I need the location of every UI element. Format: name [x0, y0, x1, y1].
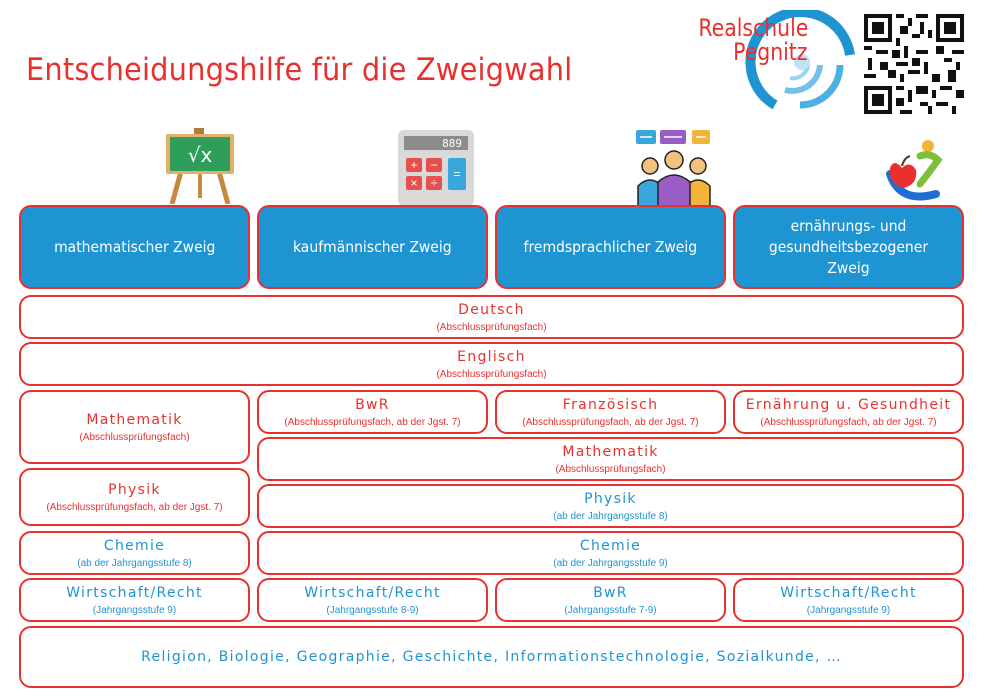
subject-deutsch: Deutsch (Abschlussprüfungsfach) — [19, 295, 964, 339]
subject-note: (ab der Jahrgangsstufe 9) — [553, 557, 668, 569]
calculator-display: 889 — [442, 137, 462, 150]
branch-label: fremdsprachlicher Zweig — [523, 237, 698, 256]
qr-code-icon — [864, 14, 964, 114]
subject-name: Wirtschaft/Recht — [780, 584, 917, 601]
logo-arcs-icon — [745, 10, 855, 110]
subject-ernaehrung-gesundheit: Ernährung u. Gesundheit (Abschlussprüfun… — [733, 390, 964, 434]
subject-name: BwR — [593, 584, 628, 601]
subject-name: Physik — [108, 481, 161, 498]
subject-englisch: Englisch (Abschlussprüfungsfach) — [19, 342, 964, 386]
svg-text:×: × — [410, 176, 417, 190]
subject-physik-other-branches: Physik (ab der Jahrgangsstufe 8) — [257, 484, 964, 528]
subject-bwr-fremdsprachlich: BwR (Jahrgangsstufe 7-9) — [495, 578, 726, 622]
subject-chemie-math-branch: Chemie (ab der Jahrgangsstufe 8) — [19, 531, 250, 575]
branch-fremdsprachlicher-zweig: fremdsprachlicher Zweig — [495, 205, 726, 289]
svg-text:=: = — [453, 167, 460, 181]
people-speech-icon — [636, 130, 711, 207]
subject-note: (Abschlussprüfungsfach) — [555, 463, 666, 475]
subject-note: (Abschlussprüfungsfach) — [436, 321, 547, 333]
subject-note: (Jahrgangsstufe 7-9) — [564, 604, 657, 616]
logo-text-line1: Realschule — [698, 14, 808, 42]
subject-note: (Jahrgangsstufe 9) — [92, 604, 177, 616]
subject-name: Deutsch — [458, 301, 525, 318]
branch-kaufmaennischer-zweig: kaufmännischer Zweig — [257, 205, 488, 289]
fruit-person-icon — [886, 140, 943, 201]
subject-chemie-other-branches: Chemie (ab der Jahrgangsstufe 9) — [257, 531, 964, 575]
subject-note: (ab der Jahrgangsstufe 8) — [553, 510, 668, 522]
subject-name: Chemie — [103, 537, 166, 554]
subject-name: Mathematik — [86, 411, 183, 428]
subject-name: Mathematik — [562, 443, 659, 460]
chalkboard-sqrt-icon: √x — [166, 128, 234, 204]
logo-text-line2: Pegnitz — [733, 38, 808, 66]
subject-franzoesisch: Französisch (Abschlussprüfungsfach, ab d… — [495, 390, 726, 434]
subject-note: (Abschlussprüfungsfach) — [436, 368, 547, 380]
subject-name: Physik — [584, 490, 637, 507]
svg-text:÷: ÷ — [431, 176, 438, 190]
subject-note: (ab der Jahrgangsstufe 8) — [77, 557, 192, 569]
chalkboard-text: √x — [188, 143, 213, 167]
school-logo: Realschule Pegnitz — [690, 10, 860, 120]
subject-mathematik-other-branches: Mathematik (Abschlussprüfungsfach) — [257, 437, 964, 481]
subject-name: Französisch — [562, 396, 659, 413]
subject-note: (Jahrgangsstufe 9) — [806, 604, 891, 616]
branch-ernaehrungs-zweig: ernährungs- und gesundheitsbezogener Zwe… — [733, 205, 964, 289]
subject-note: (Abschlussprüfungsfach, ab der Jgst. 7) — [284, 416, 461, 428]
subject-wirtschaft-recht-ernaehrung: Wirtschaft/Recht (Jahrgangsstufe 9) — [733, 578, 964, 622]
subject-name: Wirtschaft/Recht — [66, 584, 203, 601]
calculator-icon: 889 + − × ÷ = — [398, 130, 474, 206]
subject-physik-math-branch: Physik (Abschlussprüfungsfach, ab der Jg… — [19, 468, 250, 526]
subject-name: Chemie — [579, 537, 642, 554]
subject-wirtschaft-recht-math: Wirtschaft/Recht (Jahrgangsstufe 9) — [19, 578, 250, 622]
svg-text:−: − — [430, 158, 437, 172]
page-title: Entscheidungshilfe für die Zweigwahl — [26, 52, 573, 88]
subject-note: (Abschlussprüfungsfach, ab der Jgst. 7) — [760, 416, 937, 428]
subject-other-subjects: Religion, Biologie, Geographie, Geschich… — [19, 626, 964, 688]
subject-note: (Abschlussprüfungsfach, ab der Jgst. 7) — [522, 416, 699, 428]
branch-label: kaufmännischer Zweig — [293, 237, 452, 256]
subject-note: (Abschlussprüfungsfach, ab der Jgst. 7) — [46, 501, 223, 513]
branch-mathematischer-zweig: mathematischer Zweig — [19, 205, 250, 289]
subject-mathematik-math-branch: Mathematik (Abschlussprüfungsfach) — [19, 390, 250, 464]
subject-name: Ernährung u. Gesundheit — [745, 396, 952, 413]
subject-name: Englisch — [457, 348, 526, 365]
subject-name: Wirtschaft/Recht — [304, 584, 441, 601]
subject-bwr-kaufm: BwR (Abschlussprüfungsfach, ab der Jgst.… — [257, 390, 488, 434]
subject-wirtschaft-recht-kaufm: Wirtschaft/Recht (Jahrgangsstufe 8-9) — [257, 578, 488, 622]
subject-name: Religion, Biologie, Geographie, Geschich… — [141, 649, 842, 665]
svg-text:+: + — [410, 158, 417, 172]
subject-note: (Abschlussprüfungsfach) — [79, 431, 190, 443]
branch-label: mathematischer Zweig — [53, 237, 216, 256]
subject-name: BwR — [355, 396, 390, 413]
branch-label: ernährungs- und gesundheitsbezogener Zwe… — [768, 216, 929, 277]
subject-note: (Jahrgangsstufe 8-9) — [326, 604, 419, 616]
